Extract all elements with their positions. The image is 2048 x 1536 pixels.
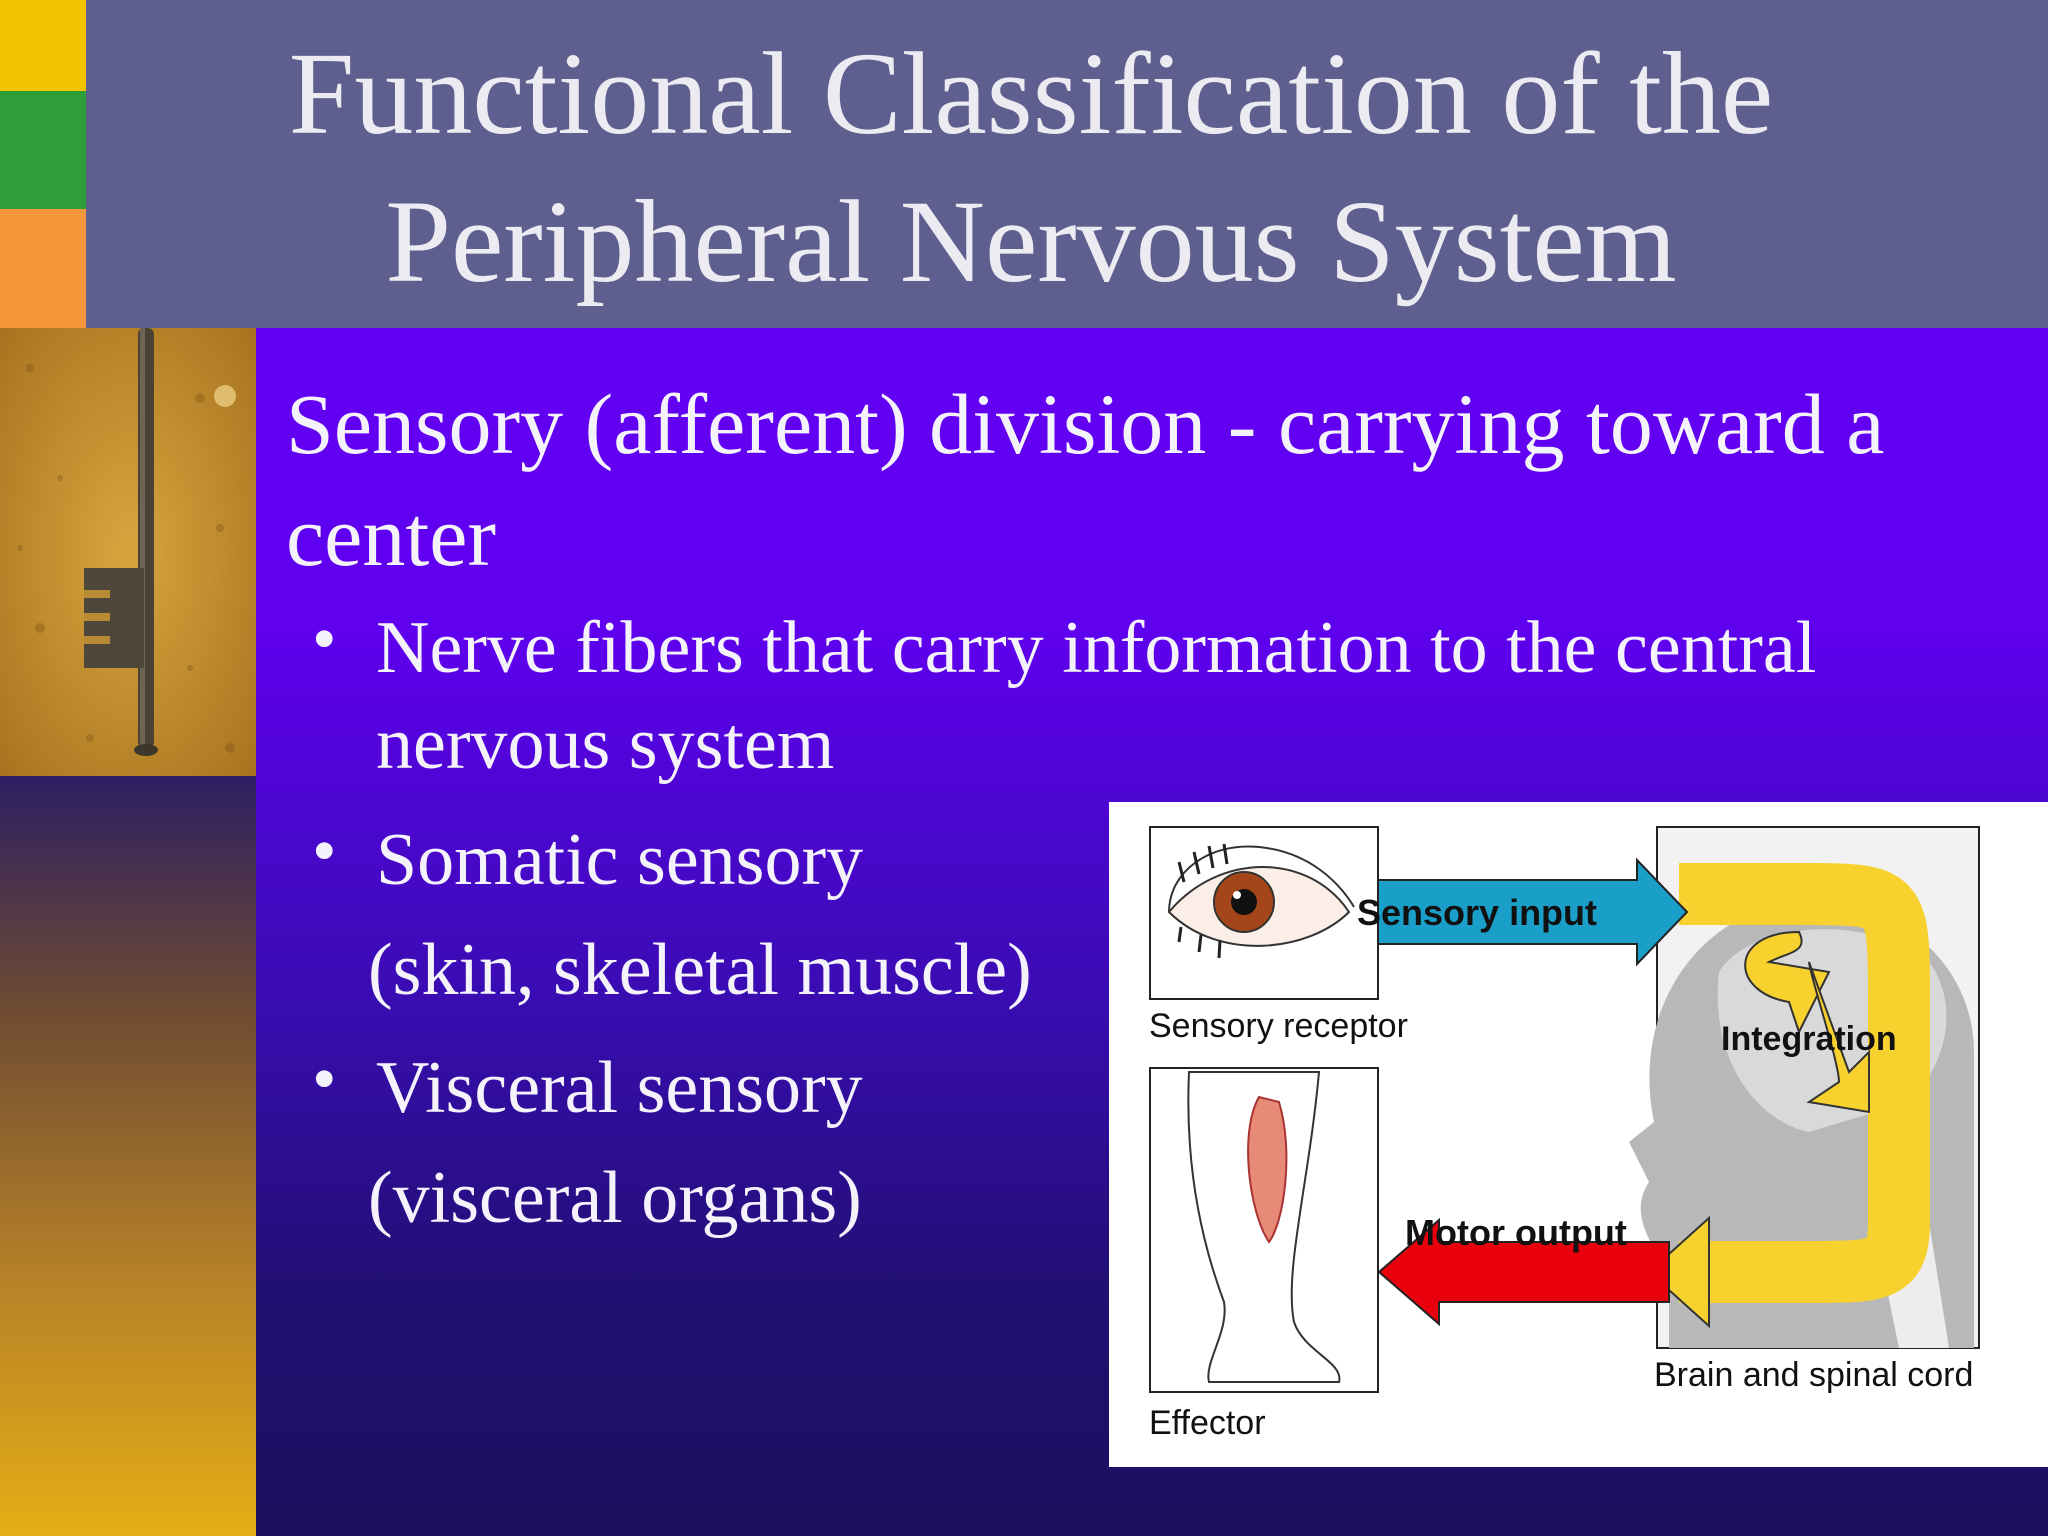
bullet-dot: • [312, 601, 337, 678]
sensory-input-arrow-icon [1377, 857, 1689, 967]
sub-point-somatic-detail: (skin, skeletal muscle) [368, 929, 1032, 1011]
bullet-dot: • [312, 1041, 337, 1118]
eye-icon [1167, 843, 1355, 959]
effector-label: Effector [1149, 1404, 1266, 1442]
integration-loop-icon [1647, 863, 1930, 1329]
diagram-art [1149, 826, 1980, 1393]
sensory-receptor-label: Sensory receptor [1149, 1007, 1408, 1045]
decor-gradient-bar [0, 776, 256, 1536]
brain-spinal-label: Brain and spinal cord [1654, 1356, 1974, 1394]
bullet-dot: • [312, 813, 337, 890]
title-band [86, 0, 2048, 328]
decor-square-orange [0, 209, 86, 328]
leg-muscle-icon [1187, 1071, 1341, 1383]
sensory-input-label: Sensory input [1357, 892, 1598, 933]
integration-label: Integration [1721, 1020, 1897, 1058]
key-photo-icon [0, 328, 256, 776]
slide-title: Functional Classification of the Periphe… [288, 28, 1774, 307]
bullet-dot [214, 385, 236, 407]
nervous-system-diagram: Sensory input Sensory receptor Integrati… [1109, 802, 2048, 1467]
motor-output-label: Motor output [1405, 1212, 1627, 1253]
motor-output-arrow-icon [1377, 1217, 1670, 1327]
sub-point-afferent-fibers: Nerve fibers that carry information to t… [376, 607, 1817, 785]
sub-point-somatic: Somatic sensory [376, 819, 864, 901]
decor-square-green [0, 91, 86, 209]
decor-square-yellow [0, 0, 86, 91]
main-point: Sensory (afferent) division - carrying t… [286, 376, 1885, 584]
key-photo [0, 328, 256, 776]
sub-point-visceral: Visceral sensory [376, 1047, 863, 1129]
sub-point-visceral-detail: (visceral organs) [368, 1157, 862, 1239]
